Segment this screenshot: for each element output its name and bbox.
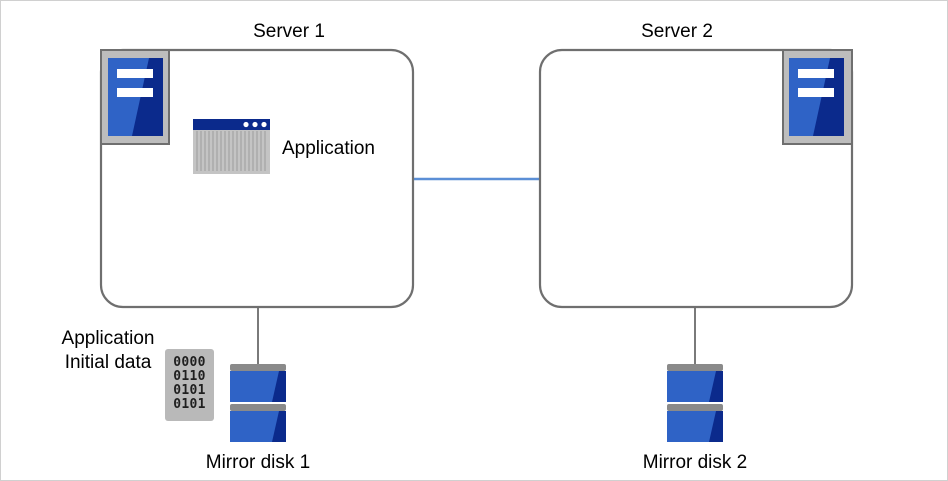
mirror-disk1-icon (230, 364, 286, 442)
server1-box (99, 48, 415, 309)
initial-data-label-line2: Initial data (64, 352, 152, 373)
application-label: Application (282, 138, 375, 159)
mirror-disk2-icon (667, 364, 723, 442)
server1-icon (100, 49, 170, 145)
binary-row: 0101 (173, 397, 206, 412)
application-window-icon (193, 119, 270, 174)
server2-label: Server 2 (641, 21, 713, 42)
initial-data-label-line1: Application (61, 328, 155, 349)
server2-box (538, 48, 854, 309)
binary-row: 0101 (173, 383, 206, 398)
binary-row: 0110 (173, 369, 206, 384)
mirror-disk2-label: Mirror disk 2 (642, 452, 748, 473)
mirror-disk1-label: Mirror disk 1 (205, 452, 311, 473)
binary-row: 0000 (173, 355, 206, 370)
binary-data-icon: 0000 0110 0101 0101 (165, 349, 214, 421)
server1-label: Server 1 (253, 21, 325, 42)
server2-icon (782, 49, 853, 145)
